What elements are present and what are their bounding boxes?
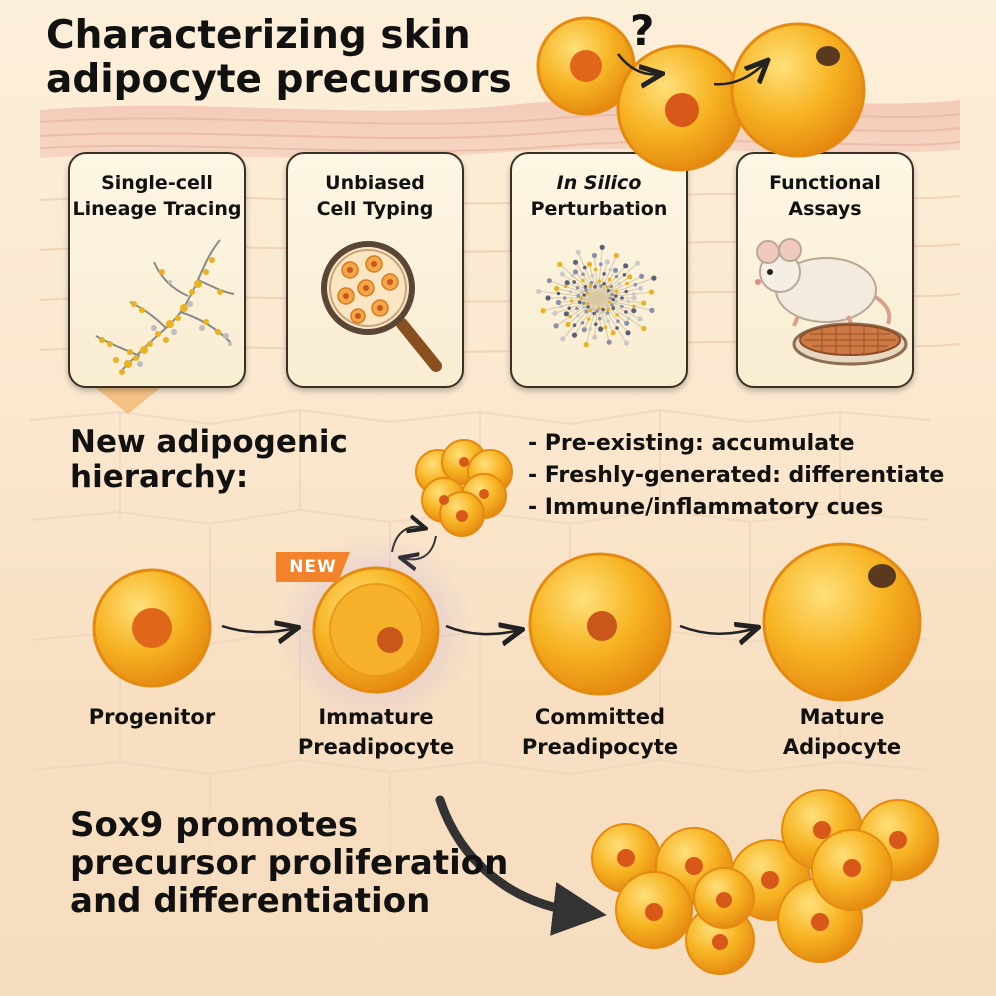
network-burst-icon — [536, 244, 657, 348]
card-title-line2: Assays — [788, 198, 862, 220]
main-title-line2: adipocyte precursors — [46, 56, 512, 102]
card-title-line2: Perturbation — [530, 198, 668, 220]
card-title-line1: Single-cell — [101, 172, 213, 194]
bullet-item: - Freshly-generated: differentiate — [528, 463, 945, 488]
stage-cell-mature-adipocyte — [762, 542, 922, 702]
proliferating-cell-cluster — [415, 439, 513, 537]
card-title-line2: Lineage Tracing — [72, 198, 242, 220]
bullet-item: - Immune/inflammatory cues — [528, 495, 884, 520]
conclusion-line1: Sox9 promotes — [70, 805, 359, 845]
conclusion-line2: precursor proliferation — [70, 843, 509, 884]
card-title-line1: Functional — [769, 172, 881, 194]
sox9-cell-cluster — [591, 789, 939, 975]
stage-label-line2: Preadipocyte — [521, 735, 679, 759]
card-functional-assays: Functional Assays — [736, 152, 914, 388]
top-cell-preadipocyte — [616, 44, 744, 172]
stage-label-line2: Preadipocyte — [297, 735, 455, 759]
stage-label-committed-preadipocyte: Committed Preadipocyte — [500, 702, 700, 762]
magnifying-glass-icon — [321, 241, 442, 372]
stage-label-line1: Mature — [799, 705, 885, 729]
stage-label-line1: Progenitor — [88, 705, 216, 729]
conclusion-line3: and differentiation — [70, 881, 431, 922]
hierarchy-title-line2: hierarchy: — [70, 458, 249, 495]
card-title-line2: Cell Typing — [316, 198, 434, 220]
bullet-item: - Pre-existing: accumulate — [528, 431, 855, 456]
conclusion-title: Sox9 promotes precursor proliferation an… — [70, 806, 508, 920]
card-in-silico-perturbation: In Silico Perturbation — [510, 152, 688, 388]
stage-label-mature-adipocyte: Mature Adipocyte — [742, 702, 942, 762]
new-badge: NEW — [276, 552, 350, 582]
mouse-petri-dish-icon — [755, 238, 908, 366]
card-title-line1: In Silico — [556, 172, 642, 194]
hierarchy-title-line1: New adipogenic — [70, 424, 348, 460]
hierarchy-bullets: - Pre-existing: accumulate - Freshly-gen… — [528, 428, 944, 524]
stage-label-immature-preadipocyte: Immature Preadipocyte — [276, 702, 476, 762]
hierarchy-title: New adipogenic hierarchy: — [70, 425, 348, 494]
stage-cell-committed-preadipocyte — [528, 552, 672, 696]
stage-label-line1: Committed — [534, 705, 666, 729]
top-cell-adipocyte — [730, 22, 866, 158]
stage-cell-progenitor — [92, 568, 212, 688]
stage-label-line1: Immature — [318, 705, 434, 729]
card-title-line1: Unbiased — [325, 172, 425, 194]
question-mark: ? — [630, 6, 655, 55]
stage-label-line2: Adipocyte — [782, 735, 902, 759]
lineage-tree-icon — [95, 239, 235, 375]
card-cell-typing: Unbiased Cell Typing — [286, 152, 464, 388]
card-lineage-tracing: Single-cell Lineage Tracing — [68, 152, 246, 388]
stage-label-progenitor: Progenitor — [52, 702, 252, 732]
main-title: Characterizing skin adipocyte precursors — [46, 14, 512, 101]
main-title-line1: Characterizing skin — [46, 13, 471, 58]
